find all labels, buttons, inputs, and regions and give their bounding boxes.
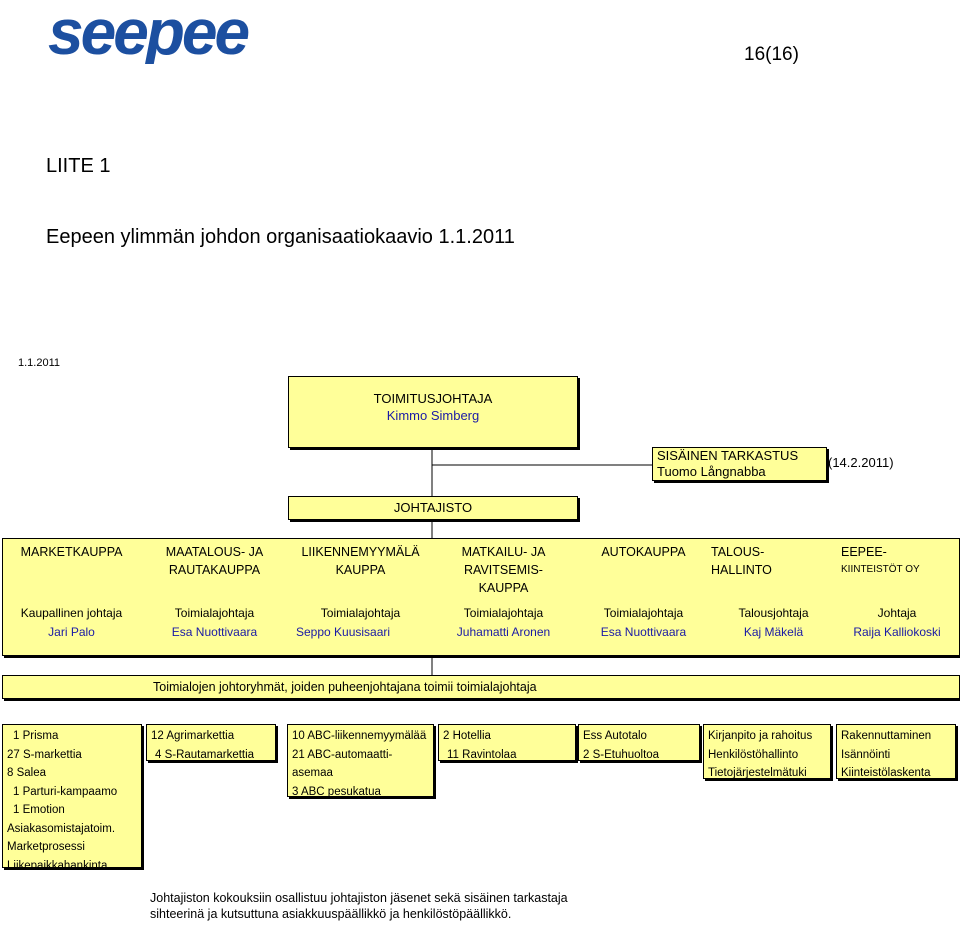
ceo-title: TOIMITUSJOHTAJA — [373, 391, 493, 406]
group-item: 3 ABC pesukatua — [292, 785, 381, 797]
logo-text: seepee — [48, 4, 248, 64]
unit-role: Toimialajohtaja — [603, 606, 684, 620]
group-item: Kiinteistölaskenta — [841, 767, 931, 779]
footer-line: Johtajiston kokouksiin osallistuu johtaj… — [150, 891, 568, 905]
unit-person: Seppo Kuusisaari — [296, 625, 391, 639]
group-item: Kirjanpito ja rahoitus — [708, 730, 813, 742]
group-market: 1 Prisma 27 S-markettia 8 Salea 1 Partur… — [2, 724, 142, 868]
unit-name: TALOUS-HALLINTO — [711, 545, 772, 577]
group-item: 1 Emotion — [13, 804, 65, 816]
unit-real-estate: EEPEE-KIINTEISTÖT OY Johtaja Raija Kalli… — [835, 539, 959, 655]
chart-date: 1.1.2011 — [18, 357, 61, 369]
group-item: Tietojärjestelmätuki — [708, 767, 807, 779]
page-number: 16(16) — [744, 44, 799, 65]
group-traffic-stores: 10 ABC-liikennemyymälää 21 ABC-automaatt… — [287, 724, 434, 797]
group-item: 1 Prisma — [13, 730, 59, 742]
group-item: Marketprosessi — [7, 841, 85, 853]
group-item: 2 S-Etuhuoltoa — [583, 748, 660, 761]
unit-auto: AUTOKAUPPA Toimialajohtaja Esa Nuottivaa… — [575, 539, 712, 655]
unit-name: MARKETKAUPPA — [20, 545, 123, 559]
unit-name: EEPEE-KIINTEISTÖT OY — [841, 545, 920, 575]
ceo-box: TOIMITUSJOHTAJA Kimmo Simberg — [288, 376, 578, 448]
group-item: 27 S-markettia — [7, 748, 82, 761]
group-item: 8 Salea — [7, 767, 47, 779]
group-item: Rakennuttaminen — [841, 730, 932, 742]
group-item: Liikepaikkahankinta — [7, 859, 108, 868]
unit-name: AUTOKAUPPA — [601, 545, 686, 559]
group-item: asemaa — [292, 767, 333, 779]
unit-role: Talousjohtaja — [738, 606, 809, 620]
internal-audit-name: Tuomo Långnabba — [657, 464, 766, 479]
unit-finance: TALOUS-HALLINTO Talousjohtaja Kaj Mäkelä — [705, 539, 842, 655]
unit-market: MARKETKAUPPA Kaupallinen johtaja Jari Pa… — [3, 539, 140, 655]
unit-person: Jari Palo — [48, 625, 95, 639]
groups-header: Toimialojen johtoryhmät, joiden puheenjo… — [2, 675, 960, 699]
internal-audit-date: (14.2.2011) — [828, 455, 894, 470]
unit-person: Esa Nuottivaara — [171, 625, 258, 639]
internal-audit-box: SISÄINEN TARKASTUS Tuomo Långnabba — [652, 447, 827, 481]
group-item: 12 Agrimarkettia — [151, 730, 235, 742]
group-item: Ess Autotalo — [583, 730, 647, 742]
unit-person: Kaj Mäkelä — [743, 625, 804, 639]
unit-role: Johtaja — [877, 606, 917, 620]
group-item: Henkilöstöhallinto — [708, 748, 799, 761]
unit-person: Juhamatti Aronen — [456, 625, 551, 639]
footer-note: Johtajiston kokouksiin osallistuu johtaj… — [150, 890, 568, 922]
seepee-logo: seepee — [46, 0, 326, 68]
appendix-label: LIITE 1 — [46, 155, 111, 177]
unit-role: Toimialajohtaja — [320, 606, 401, 620]
group-item: 11 Ravintolaa — [447, 748, 517, 761]
ceo-name: Kimmo Simberg — [386, 408, 480, 423]
group-item: 1 Parturi-kampaamo — [13, 785, 118, 798]
footer-line: sihteerinä ja kutsuttuna asiakkuuspäälli… — [150, 907, 512, 921]
unit-person: Raija Kalliokoski — [853, 625, 941, 639]
internal-audit-title: SISÄINEN TARKASTUS — [657, 448, 799, 463]
group-agriculture: 12 Agrimarkettia 4 S-Rautamarkettia — [146, 724, 276, 761]
business-units-row: MARKETKAUPPA Kaupallinen johtaja Jari Pa… — [2, 538, 960, 656]
group-finance: Kirjanpito ja rahoitus Henkilöstöhallint… — [703, 724, 831, 779]
management-board-box: JOHTAJISTO — [288, 496, 578, 520]
unit-person: Esa Nuottivaara — [600, 625, 687, 639]
groups-header-text: Toimialojen johtoryhmät, joiden puheenjo… — [153, 680, 537, 694]
group-hospitality: 2 Hotellia 11 Ravintolaa — [438, 724, 576, 761]
group-item: Isännöinti — [841, 748, 891, 761]
document-title: Eepeen ylimmän johdon organisaatiokaavio… — [46, 226, 515, 248]
group-item: 2 Hotellia — [443, 730, 491, 742]
unit-role: Toimialajohtaja — [174, 606, 255, 620]
unit-role: Toimialajohtaja — [463, 606, 544, 620]
group-item: 4 S-Rautamarkettia — [155, 748, 255, 761]
group-item: Asiakasomistajatoim. — [7, 822, 116, 835]
group-real-estate: Rakennuttaminen Isännöinti Kiinteistölas… — [836, 724, 956, 779]
group-item: 21 ABC-automaatti- — [292, 748, 393, 761]
unit-role: Kaupallinen johtaja — [20, 606, 123, 620]
group-item: 10 ABC-liikennemyymälää — [292, 730, 427, 742]
group-auto: Ess Autotalo 2 S-Etuhuoltoa — [578, 724, 700, 761]
